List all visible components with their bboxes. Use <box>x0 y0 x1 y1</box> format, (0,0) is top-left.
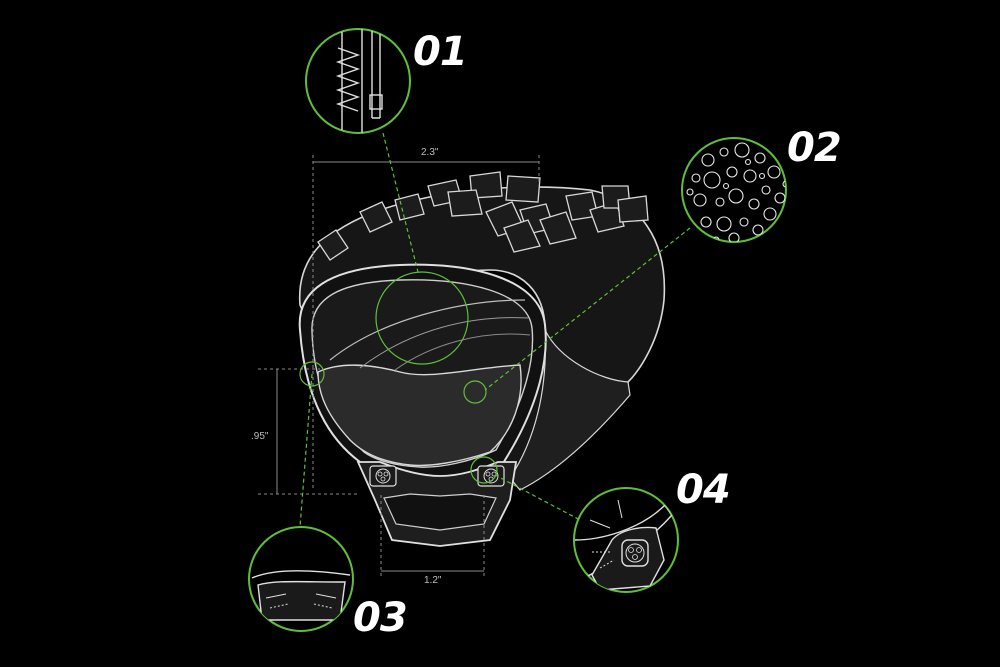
dim-label-top-width: 2.3" <box>421 147 439 158</box>
dimension-lines <box>258 155 540 578</box>
callout-label-02: 02 <box>787 125 842 171</box>
marker-03 <box>299 361 325 387</box>
tire-inner-arc-1 <box>329 299 526 361</box>
marker-04 <box>470 456 498 484</box>
callout-label-01: 01 <box>413 29 468 75</box>
dim-label-bottom-width: 1.2" <box>424 575 442 586</box>
bead-lock-icon <box>573 487 679 593</box>
marker-01 <box>375 271 469 365</box>
dim-label-left-height: .95" <box>251 431 269 442</box>
tread-knobs <box>317 171 649 261</box>
tire-body <box>298 171 666 547</box>
insert-pressure-icon <box>248 526 354 632</box>
callout-label-04: 04 <box>676 467 731 513</box>
callout-label-03: 03 <box>353 595 408 641</box>
rim-inner-channel <box>383 493 497 531</box>
tire-foam-insert <box>317 364 522 467</box>
tire-sidewall-band <box>509 329 631 491</box>
bead-left <box>369 465 397 487</box>
callout-leaders <box>299 132 691 528</box>
spring-sidewall-icon <box>305 28 411 134</box>
tire-inner-arc-2 <box>359 317 529 369</box>
marker-02 <box>463 380 487 404</box>
foam-cells-icon <box>681 137 787 243</box>
